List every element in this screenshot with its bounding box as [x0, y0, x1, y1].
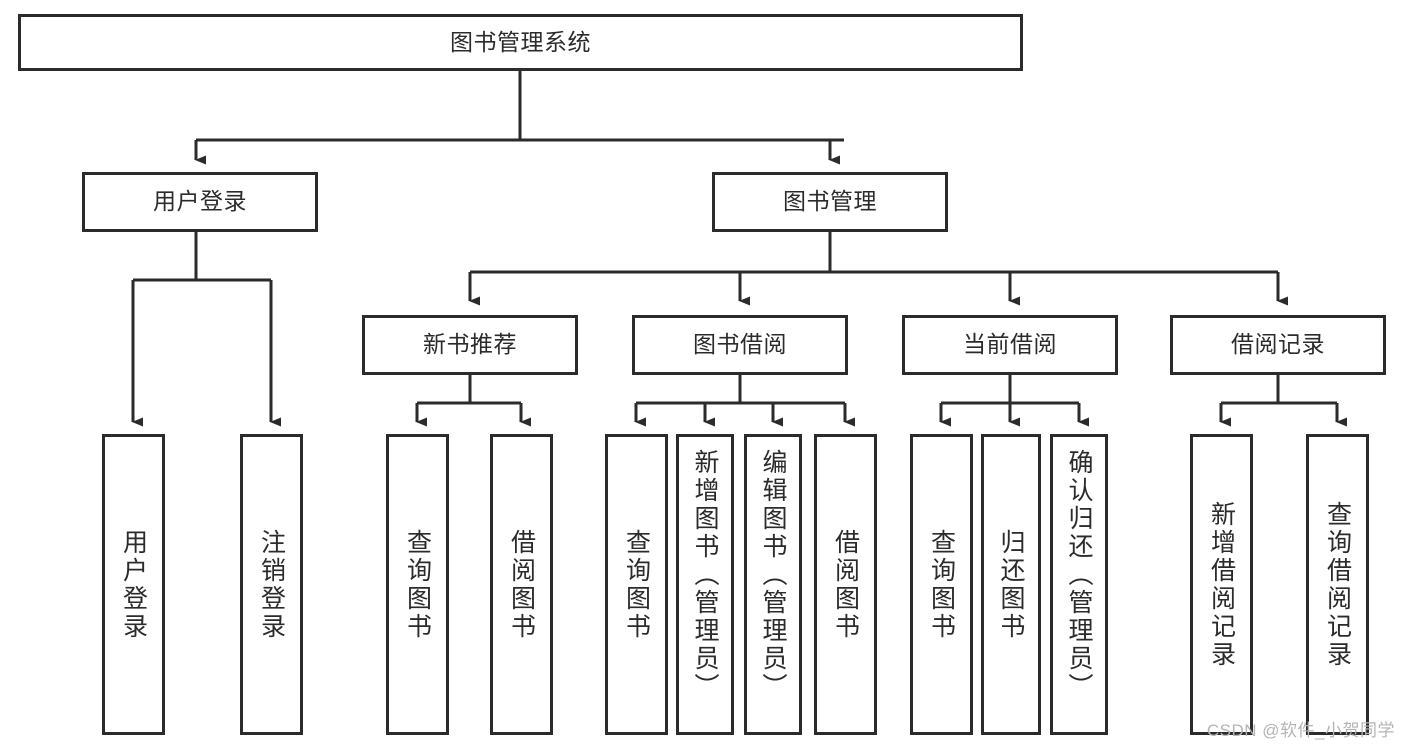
node-leaf-return-book[interactable]: 归还图书	[981, 434, 1041, 735]
node-leaf-return-book-label: 归还图书	[997, 528, 1025, 641]
node-leaf-add-record[interactable]: 新增借阅记录	[1190, 434, 1253, 735]
node-book-borrow[interactable]: 图书借阅	[632, 315, 848, 375]
node-user-login-label: 用户登录	[153, 188, 247, 215]
node-leaf-confirm-return[interactable]: 确认归还（管理员）	[1050, 434, 1108, 735]
node-leaf-confirm-return-label: 确认归还（管理员）	[1065, 449, 1093, 701]
node-leaf-query-record-label: 查询借阅记录	[1323, 500, 1352, 669]
node-leaf-logout-label: 注销登录	[257, 528, 286, 641]
node-leaf-query-book-2[interactable]: 查询图书	[605, 434, 668, 735]
node-root-label: 图书管理系统	[450, 28, 591, 55]
node-leaf-query-book-3[interactable]: 查询图书	[910, 434, 973, 735]
node-leaf-borrow-book-1-label: 借阅图书	[507, 528, 536, 641]
node-book-manage[interactable]: 图书管理	[712, 172, 948, 232]
node-leaf-query-book-1-label: 查询图书	[403, 528, 432, 641]
node-book-manage-label: 图书管理	[783, 188, 877, 215]
node-leaf-edit-book[interactable]: 编辑图书（管理员）	[744, 434, 802, 735]
node-current-borrow[interactable]: 当前借阅	[902, 315, 1118, 375]
node-leaf-query-book-3-label: 查询图书	[927, 528, 956, 641]
node-leaf-query-book-1[interactable]: 查询图书	[386, 434, 449, 735]
node-new-book-rec-label: 新书推荐	[423, 331, 517, 358]
node-borrow-record-label: 借阅记录	[1231, 331, 1325, 358]
node-root[interactable]: 图书管理系统	[18, 14, 1023, 71]
node-leaf-add-record-label: 新增借阅记录	[1207, 500, 1236, 669]
node-leaf-add-book[interactable]: 新增图书（管理员）	[676, 434, 734, 735]
node-borrow-record[interactable]: 借阅记录	[1170, 315, 1386, 375]
node-leaf-borrow-book-2[interactable]: 借阅图书	[814, 434, 877, 735]
node-leaf-add-book-label: 新增图书（管理员）	[691, 449, 719, 701]
node-leaf-borrow-book-2-label: 借阅图书	[831, 528, 860, 641]
node-leaf-borrow-book-1[interactable]: 借阅图书	[490, 434, 553, 735]
node-user-login[interactable]: 用户登录	[82, 172, 318, 232]
node-leaf-logout[interactable]: 注销登录	[240, 434, 303, 735]
node-leaf-user-login-label: 用户登录	[119, 528, 148, 641]
node-leaf-user-login[interactable]: 用户登录	[102, 434, 165, 735]
node-leaf-query-record[interactable]: 查询借阅记录	[1306, 434, 1369, 735]
node-leaf-edit-book-label: 编辑图书（管理员）	[759, 449, 787, 701]
node-book-borrow-label: 图书借阅	[693, 331, 787, 358]
node-leaf-query-book-2-label: 查询图书	[622, 528, 651, 641]
node-new-book-rec[interactable]: 新书推荐	[362, 315, 578, 375]
node-current-borrow-label: 当前借阅	[963, 331, 1057, 358]
watermark: CSDN @软件_小贺同学	[1206, 721, 1395, 740]
